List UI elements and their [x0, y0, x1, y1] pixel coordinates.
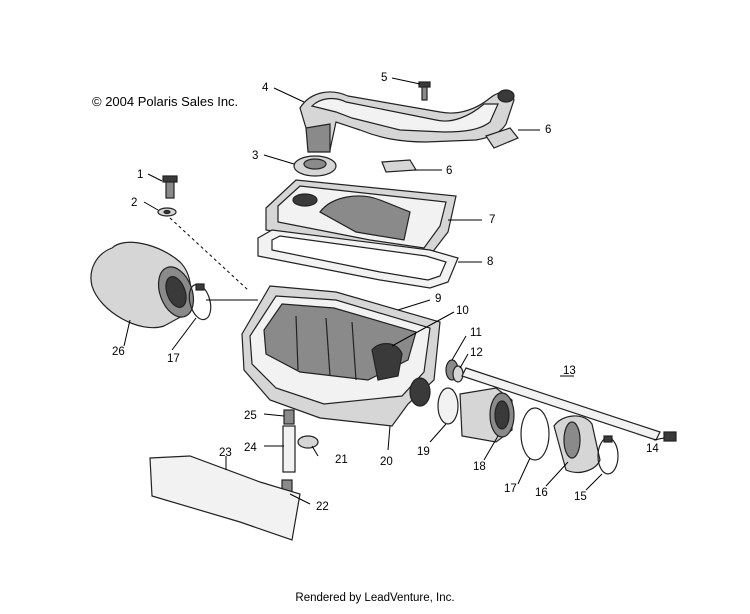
callout-14: 14 — [646, 443, 659, 455]
part-17-clamp-right — [520, 407, 550, 461]
part-19-gasket — [437, 387, 459, 425]
part-15-clamp — [597, 435, 619, 475]
callout-12: 12 — [470, 347, 483, 359]
callout-1: 1 — [137, 169, 143, 181]
callout-16: 16 — [535, 487, 548, 499]
leader-lines — [123, 77, 665, 505]
callout-24: 24 — [244, 442, 257, 454]
callout-3: 3 — [252, 150, 258, 162]
callout-18: 18 — [473, 461, 486, 473]
part-26-air-filter — [90, 241, 195, 329]
callout-17-left: 17 — [167, 353, 180, 365]
callout-13: 13 — [563, 365, 576, 377]
callout-7: 7 — [489, 214, 495, 226]
part-5-screw — [418, 81, 431, 101]
part-4-intake-snorkel — [299, 89, 515, 153]
callout-19: 19 — [417, 446, 430, 458]
callout-10: 10 — [456, 305, 469, 317]
part-21-grommet — [297, 435, 319, 449]
part-12-ring — [452, 365, 464, 383]
part-14-cap — [663, 431, 677, 442]
callout-4: 4 — [262, 82, 269, 94]
callout-8: 8 — [487, 256, 493, 268]
callout-11: 11 — [470, 327, 482, 339]
part-7-airbox-lid — [265, 179, 457, 259]
part-6-pad-upper — [485, 127, 519, 149]
part-18-outlet-duct — [459, 387, 515, 443]
part-25-valve — [283, 409, 295, 425]
callout-6-upper: 6 — [545, 124, 551, 136]
render-credit: Rendered by LeadVenture, Inc. — [295, 592, 455, 604]
callout-22: 22 — [316, 501, 329, 513]
callout-5: 5 — [381, 72, 387, 84]
part-3-grommet — [293, 155, 337, 177]
callout-26: 26 — [112, 346, 125, 358]
callout-17-right: 17 — [504, 483, 517, 495]
part-6-pad-lower — [381, 159, 418, 173]
callout-23: 23 — [219, 447, 232, 459]
part-23-sheet — [149, 455, 301, 541]
part-16-boot — [553, 415, 601, 473]
part-8-lid-gasket — [257, 229, 459, 289]
part-24-drain-tube — [282, 425, 296, 473]
callout-6-lower: 6 — [446, 165, 452, 177]
part-1-bolt — [162, 175, 178, 199]
callout-15: 15 — [574, 491, 587, 503]
callout-2: 2 — [131, 197, 137, 209]
part-2-washer — [157, 207, 177, 217]
callout-25: 25 — [244, 410, 257, 422]
callout-21: 21 — [335, 454, 348, 466]
callout-20: 20 — [380, 456, 393, 468]
part-17-clamp-left — [188, 283, 212, 321]
part-20-airbox-base — [241, 285, 441, 427]
copyright-notice: © 2004 Polaris Sales Inc. — [92, 94, 239, 109]
callout-9: 9 — [435, 293, 441, 305]
